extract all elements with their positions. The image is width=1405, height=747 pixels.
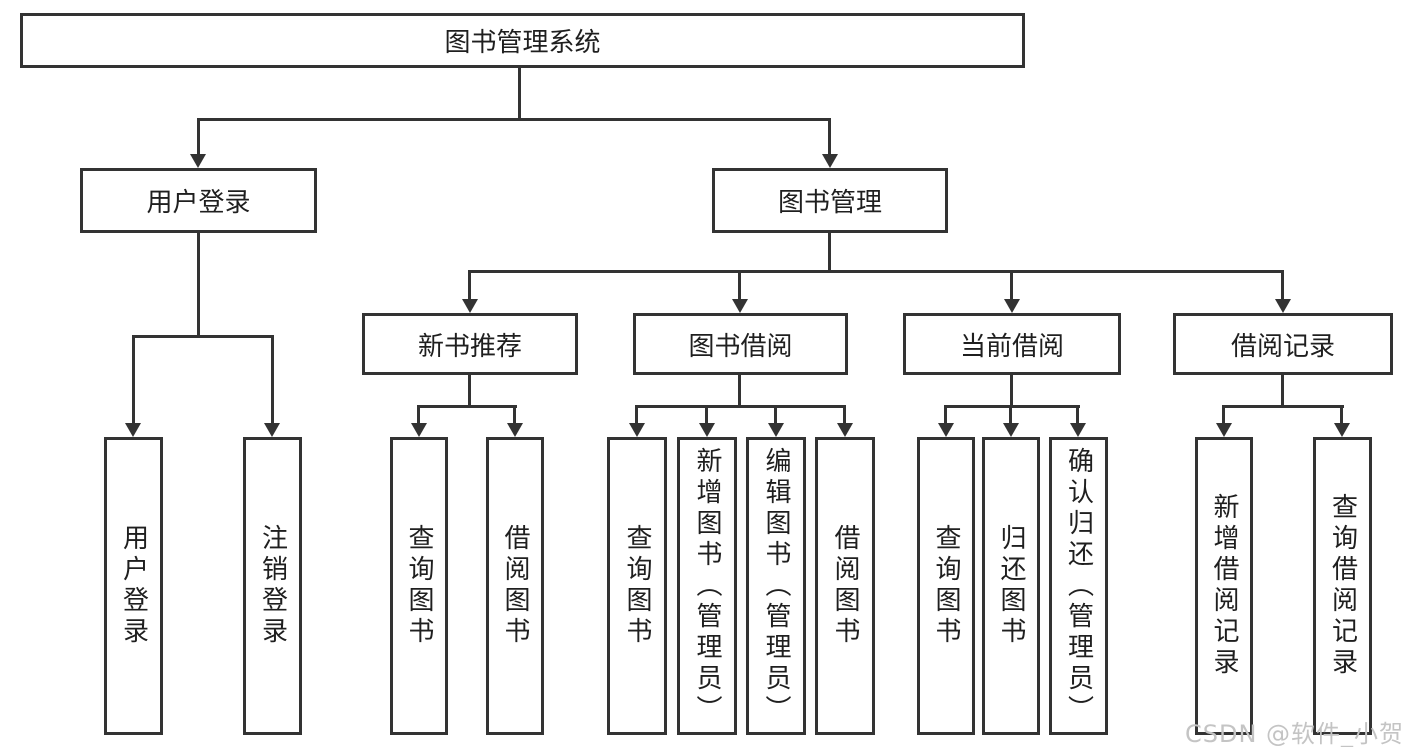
connector-book-borrow-stem	[738, 375, 741, 407]
connector-to-current-borrow	[1010, 270, 1013, 301]
connector-branch-user-login	[132, 335, 274, 338]
leaf-query-books-current: 查询图书	[917, 437, 975, 735]
connector-to-leaf	[843, 405, 846, 425]
connector-to-leaf	[774, 405, 777, 425]
leaf-label: 查询借阅记录	[1327, 493, 1358, 679]
leaf-label: 查询图书	[622, 524, 652, 648]
connector-to-new-books	[468, 270, 471, 301]
leaf-label: 编辑图书（管理员）	[761, 446, 791, 726]
node-book-borrowing: 图书借阅	[633, 313, 848, 375]
node-book-management-label: 图书管理	[777, 188, 882, 218]
arrowhead-icon	[768, 423, 784, 437]
arrowhead-icon	[1334, 423, 1350, 437]
connector-branch-level3	[468, 270, 1284, 273]
node-new-book-recommend-label: 新书推荐	[417, 331, 522, 362]
arrowhead-icon	[125, 423, 141, 437]
arrowhead-icon	[462, 299, 478, 313]
arrowhead-icon	[1003, 423, 1019, 437]
leaf-label: 归还图书	[996, 524, 1026, 648]
connector-to-leaf	[705, 405, 708, 425]
node-current-borrowing: 当前借阅	[903, 313, 1121, 375]
leaf-confirm-return-admin: 确认归还（管理员）	[1049, 437, 1108, 735]
node-borrowing-records: 借阅记录	[1173, 313, 1393, 375]
connector-new-books-stem	[468, 375, 471, 407]
leaf-label: 用户登录	[118, 524, 149, 648]
connector-to-book-mgmt	[828, 118, 831, 156]
connector-branch-current-borrow	[945, 405, 1080, 408]
arrowhead-icon	[1216, 423, 1232, 437]
node-new-book-recommend: 新书推荐	[362, 313, 578, 375]
connector-to-leaf	[1009, 405, 1012, 425]
connector-to-leaf	[944, 405, 947, 425]
leaf-label: 新增借阅记录	[1209, 493, 1239, 679]
connector-user-login-stem	[197, 233, 200, 336]
arrowhead-icon	[1070, 423, 1086, 437]
arrowhead-icon	[699, 423, 715, 437]
arrowhead-icon	[822, 154, 838, 168]
leaf-label: 查询图书	[931, 524, 961, 648]
node-book-management: 图书管理	[712, 168, 948, 233]
connector-to-leaf	[1340, 405, 1343, 425]
arrowhead-icon	[732, 299, 748, 313]
connector-to-leaf	[417, 405, 420, 425]
leaf-logout: 注销登录	[243, 437, 302, 735]
node-library-system-label: 图书管理系统	[444, 28, 601, 58]
arrowhead-icon	[629, 423, 645, 437]
leaf-add-books-admin: 新增图书（管理员）	[677, 437, 737, 735]
connector-branch-new-books	[418, 405, 517, 408]
leaf-query-books-borrow: 查询图书	[607, 437, 667, 735]
arrowhead-icon	[1275, 299, 1291, 313]
arrowhead-icon	[507, 423, 523, 437]
node-current-borrowing-label: 当前借阅	[959, 331, 1064, 362]
connector-book-mgmt-stem	[828, 233, 831, 273]
leaf-query-books-newbooks: 查询图书	[390, 437, 448, 735]
connector-borrow-records-stem	[1281, 375, 1284, 407]
node-user-login-label: 用户登录	[146, 188, 251, 218]
leaf-add-borrow-record: 新增借阅记录	[1195, 437, 1253, 735]
arrowhead-icon	[837, 423, 853, 437]
connector-root-stem	[518, 68, 521, 118]
connector-to-book-borrow	[738, 270, 741, 301]
csdn-watermark: CSDN @软件_小贺同学	[1185, 720, 1405, 747]
node-library-system: 图书管理系统	[20, 13, 1025, 68]
connector-to-leaf	[1076, 405, 1079, 425]
connector-branch-book-borrow	[635, 405, 846, 408]
arrowhead-icon	[411, 423, 427, 437]
connector-branch-borrow-records	[1223, 405, 1344, 408]
connector-to-leaf	[635, 405, 638, 425]
leaf-return-books: 归还图书	[982, 437, 1040, 735]
arrowhead-icon	[190, 154, 206, 168]
connector-to-leaf	[132, 335, 135, 425]
connector-to-leaf	[271, 335, 274, 425]
connector-to-leaf	[1222, 405, 1225, 425]
leaf-borrow-books-borrow: 借阅图书	[815, 437, 875, 735]
leaf-label: 借阅图书	[500, 524, 530, 648]
leaf-borrow-books-newbooks: 借阅图书	[486, 437, 544, 735]
leaf-user-login: 用户登录	[104, 437, 163, 735]
node-book-borrowing-label: 图书借阅	[688, 331, 793, 362]
node-user-login: 用户登录	[80, 168, 317, 233]
connector-branch-level2	[197, 118, 831, 121]
leaf-label: 借阅图书	[830, 524, 860, 648]
arrowhead-icon	[938, 423, 954, 437]
leaf-edit-books-admin: 编辑图书（管理员）	[746, 437, 806, 735]
connector-to-leaf	[513, 405, 516, 425]
leaf-label: 新增图书（管理员）	[692, 446, 722, 726]
leaf-label: 确认归还（管理员）	[1063, 446, 1094, 726]
connector-to-borrow-records	[1281, 270, 1284, 301]
arrowhead-icon	[264, 423, 280, 437]
arrowhead-icon	[1004, 299, 1020, 313]
leaf-label: 查询图书	[404, 524, 434, 648]
connector-to-user-login	[197, 118, 200, 156]
connector-current-borrow-stem	[1010, 375, 1013, 407]
node-borrowing-records-label: 借阅记录	[1230, 331, 1335, 362]
leaf-label: 注销登录	[257, 524, 288, 648]
leaf-query-borrow-record: 查询借阅记录	[1313, 437, 1372, 735]
